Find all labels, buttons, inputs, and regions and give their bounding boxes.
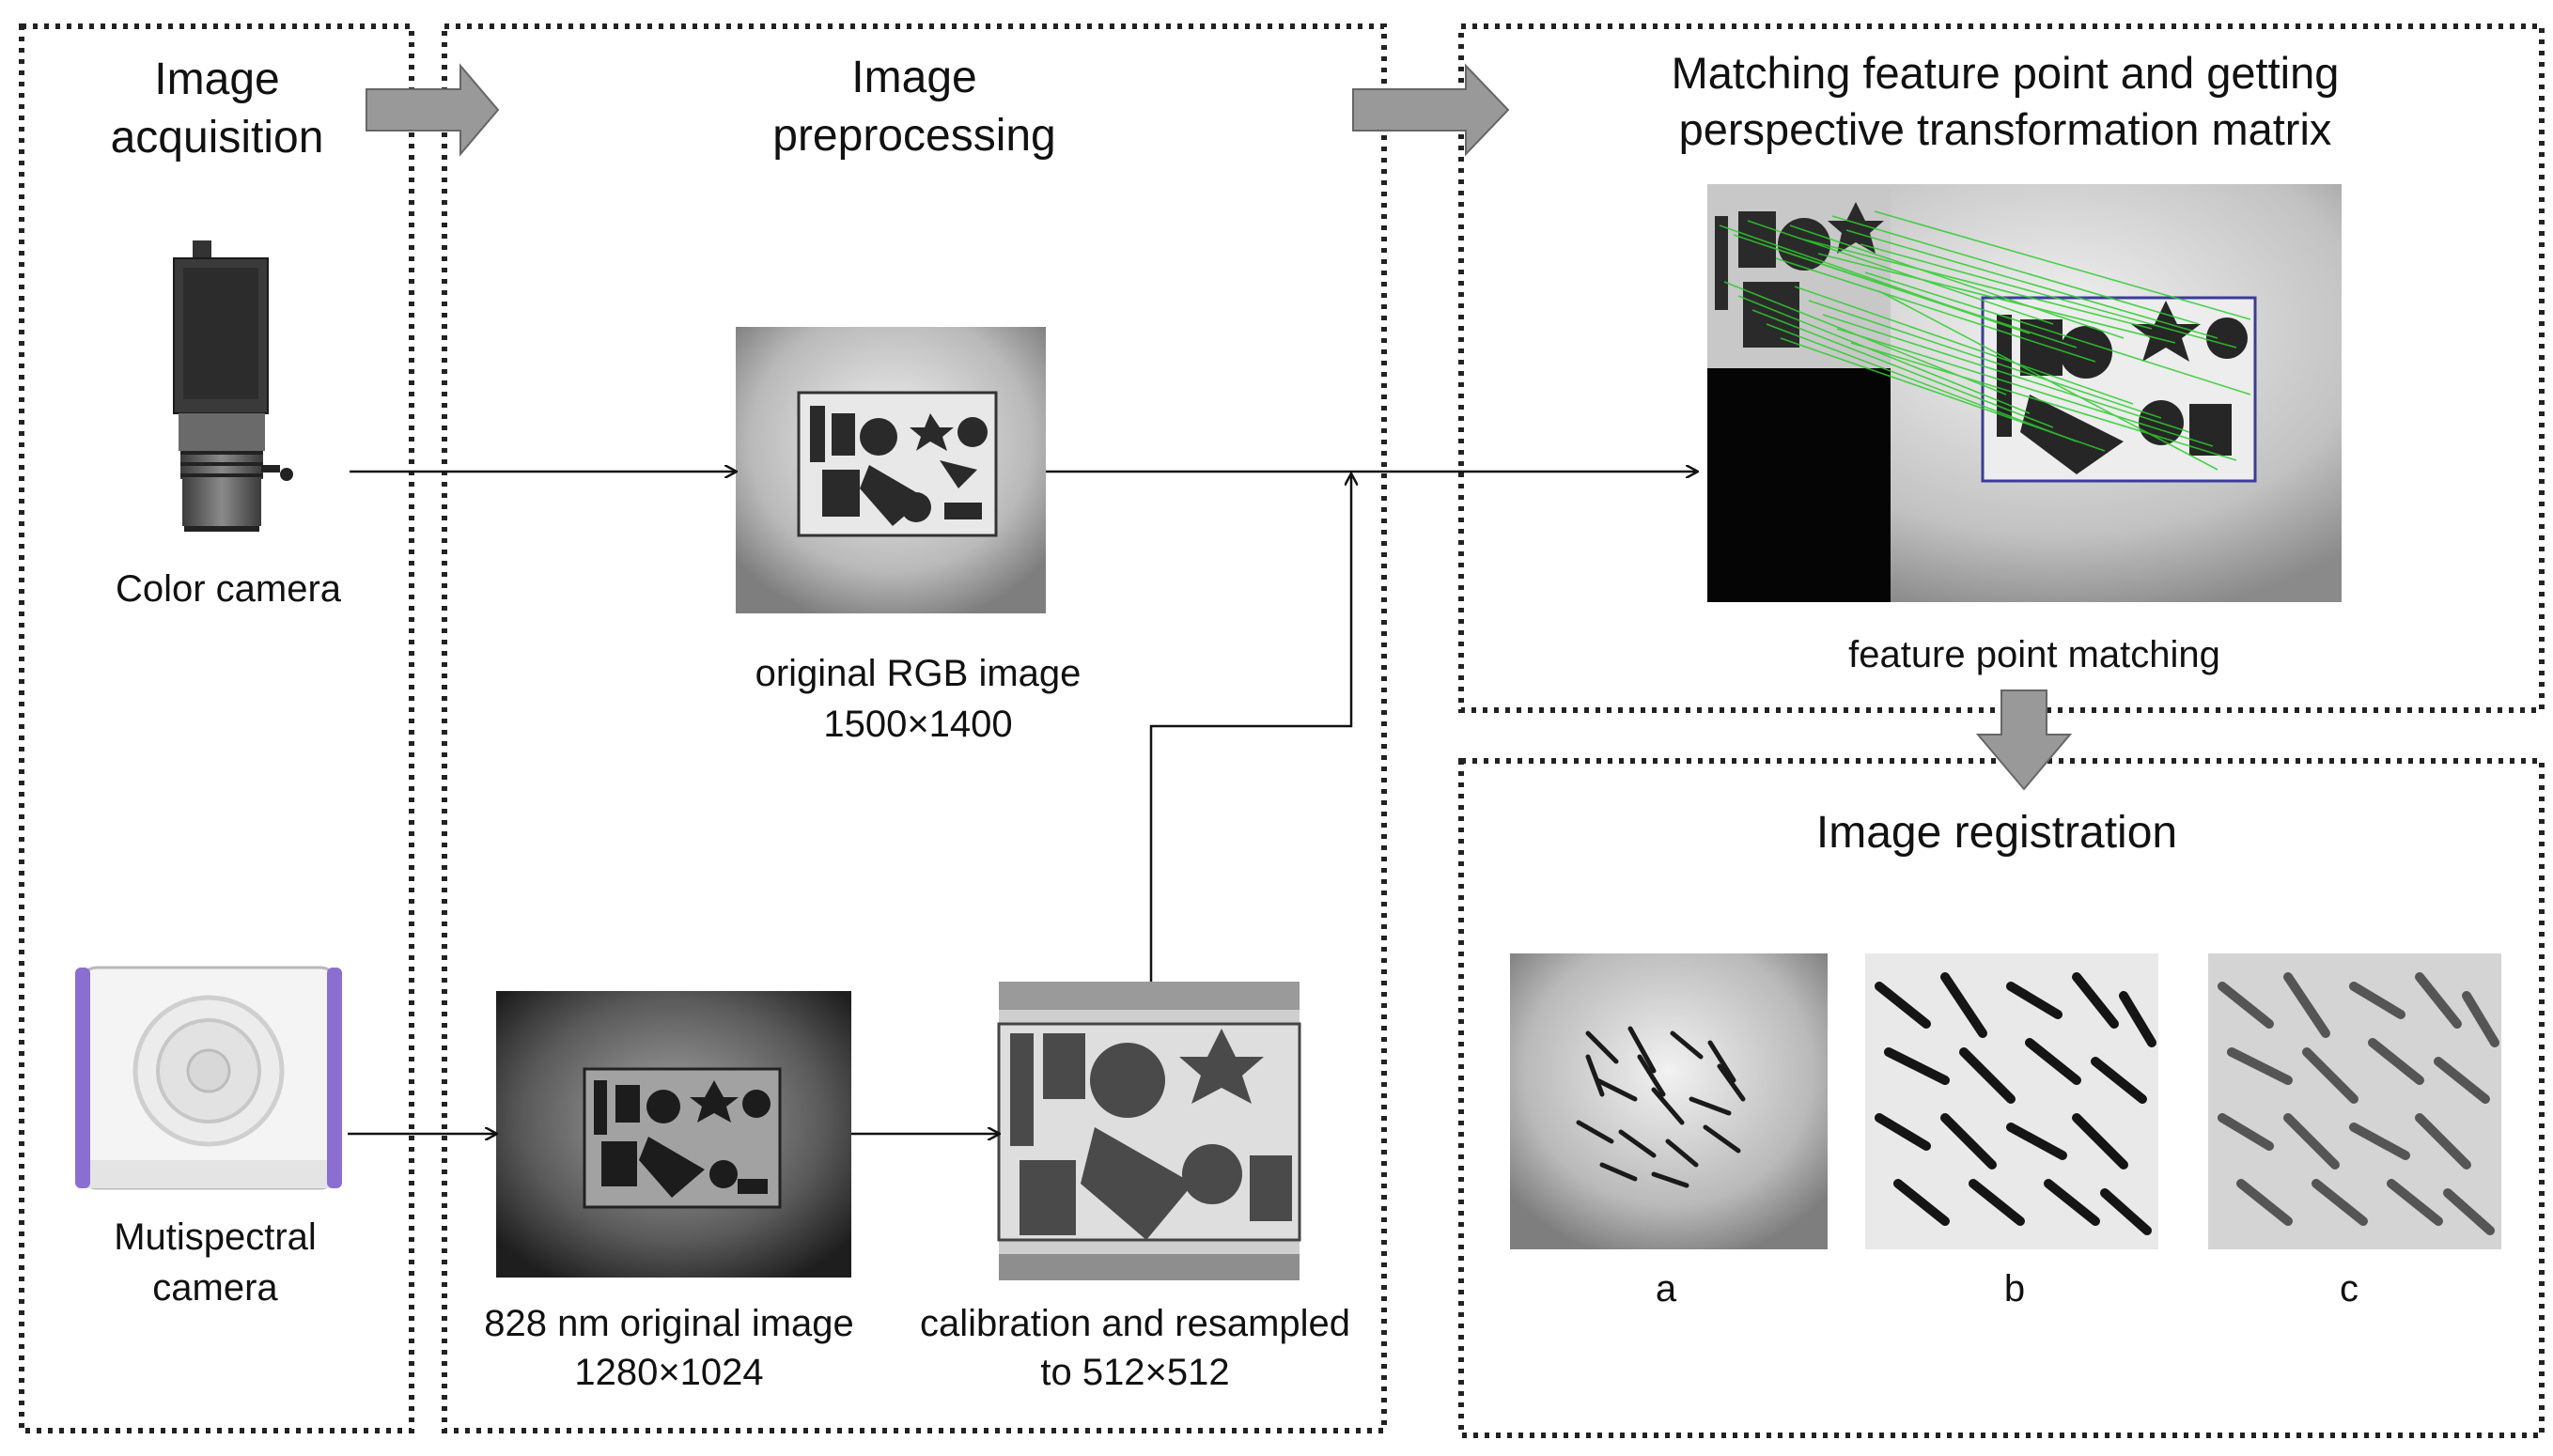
registration-image-b [1865, 953, 2158, 1249]
block-arrow-acq-to-pre [366, 63, 500, 157]
color-camera-icon [173, 240, 293, 532]
acquisition-title-line1: Image [154, 54, 279, 104]
nir-caption-line1: 828 nm original image [484, 1303, 854, 1344]
block-arrow-match-to-reg [1975, 689, 2073, 791]
registration-caption-a: a [1656, 1268, 1677, 1309]
rgb-caption-line1: original RGB image [755, 653, 1082, 694]
registration-title: Image registration [1816, 808, 2177, 858]
flow-connectors [348, 472, 1697, 1134]
matching-image [1707, 184, 2342, 602]
preprocessing-title-line1: Image [851, 53, 976, 102]
calibrated-caption-line2: to 512×512 [1040, 1352, 1229, 1393]
registration-image-c [2208, 953, 2501, 1249]
acquisition-title-line2: acquisition [111, 113, 324, 163]
nir-caption-line2: 1280×1024 [574, 1352, 763, 1393]
rgb-original-image [736, 327, 1046, 613]
matching-title-line2: perspective transformation matrix [1679, 104, 2332, 154]
rgb-caption-line2: 1500×1400 [823, 704, 1012, 745]
panel-registration [1458, 758, 2545, 1438]
multispectral-camera-icon [75, 966, 342, 1190]
registration-caption-c: c [2340, 1268, 2358, 1309]
color-camera-label: Color camera [116, 568, 342, 610]
preprocessing-title-line2: preprocessing [772, 111, 1056, 161]
panel-acquisition [19, 23, 414, 1433]
connector-calibrated-up [1149, 474, 1351, 982]
calibrated-caption-line1: calibration and resampled [920, 1303, 1350, 1344]
multispectral-label-line2: camera [152, 1267, 278, 1309]
registration-caption-b: b [2004, 1268, 2025, 1309]
calibrated-image [997, 982, 1301, 1280]
registration-image-a [1510, 953, 1828, 1249]
multispectral-label-line1: Mutispectral [114, 1216, 317, 1258]
block-arrow-pre-to-match [1352, 63, 1510, 157]
matching-title-line1: Matching feature point and getting [1672, 48, 2340, 98]
nir-original-image [496, 991, 851, 1278]
matching-caption: feature point matching [1848, 634, 2220, 675]
match-lines [1719, 210, 2251, 471]
